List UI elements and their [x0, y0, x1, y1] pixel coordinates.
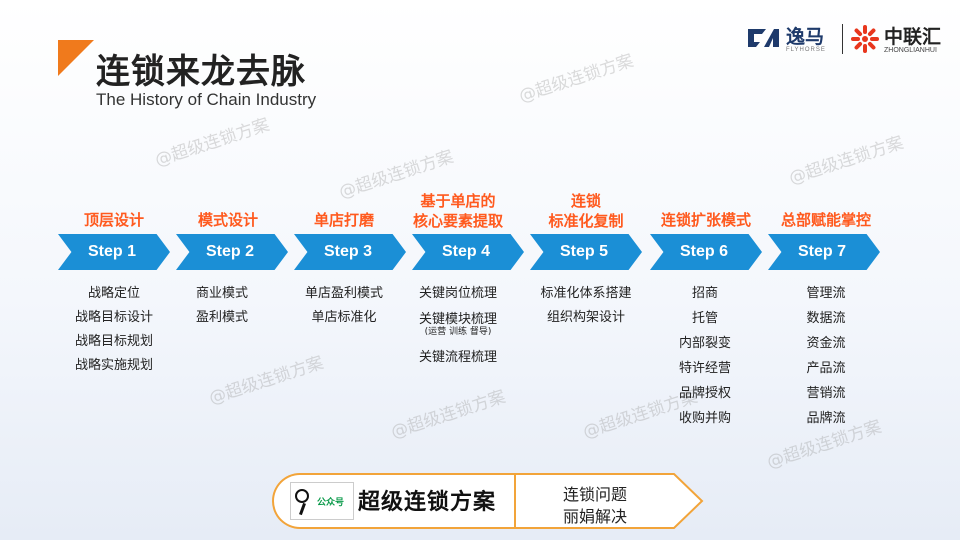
step-label-4: Step 4 [441, 243, 490, 260]
stage-title-6: 连锁扩张模式 [660, 211, 751, 229]
footer-brand: 超级连锁方案 [358, 489, 497, 515]
step-label-5: Step 5 [559, 243, 608, 260]
stage-title-4: 基于单店的 核心要素提取 [398, 191, 518, 231]
logo-group: 逸马 FLYHORSE 中联汇 ZHONGLIANHUI [746, 22, 952, 58]
list-item: 收购并购 [678, 411, 731, 426]
list-item: 战略目标设计 [74, 310, 153, 325]
stage-title-3: 单店打磨 [313, 211, 374, 229]
zhonglianhui-logo-icon [851, 25, 879, 53]
corner-accent [58, 40, 94, 76]
watermark: @超级连锁方案 [152, 114, 272, 171]
list-item: 产品流 [806, 361, 846, 376]
stage-title-5-line2: 标准化复制 [548, 212, 624, 230]
step-arrow-2: Step 2 [176, 234, 288, 270]
watermark: @超级连锁方案 [786, 132, 906, 189]
list-item: 品牌授权 [678, 386, 731, 401]
stage-title-4-line2: 核心要素提取 [412, 212, 503, 230]
list-item: 标准化体系搭建 [540, 286, 632, 301]
step-items-4: 关键岗位梳理 关键模块梳理 (运营 训练 督导) 关键流程梳理 [398, 282, 518, 370]
step-items-5: 标准化体系搭建 组织构架设计 [526, 282, 646, 330]
stage-title-1: 顶层设计 [83, 211, 144, 229]
step-arrow-5: Step 5 [530, 234, 642, 270]
step-items-3: 单店盈利模式 单店标准化 [284, 282, 404, 330]
step-items-2: 商业模式 盈利模式 [162, 282, 282, 330]
flyhorse-logo-icon [748, 29, 779, 47]
step-items-1: 战略定位 战略目标设计 战略目标规划 战略实施规划 [54, 282, 174, 378]
footer-arrow [514, 473, 704, 529]
stage-title-5: 连锁 标准化复制 [526, 191, 646, 231]
step-arrow-4: Step 4 [412, 234, 524, 270]
magnifier-icon [295, 489, 309, 503]
list-item: 营销流 [806, 386, 846, 401]
step-items-6: 招商 托管 内部裂变 特许经营 品牌授权 收购并购 [645, 282, 765, 432]
list-item: 关键模块梳理 [418, 312, 497, 327]
flyhorse-subtext: FLYHORSE [786, 47, 826, 53]
list-item: 单店盈利模式 [304, 286, 383, 301]
list-item: 关键岗位梳理 [418, 286, 497, 301]
stage-title-7: 总部赋能掌控 [780, 211, 871, 229]
step-arrow-3: Step 3 [294, 234, 406, 270]
step-label-1: Step 1 [87, 243, 136, 260]
flyhorse-name: 逸马 [786, 26, 825, 48]
list-item: 战略实施规划 [74, 358, 153, 373]
step-label-7: Step 7 [797, 243, 846, 260]
watermark: @超级连锁方案 [388, 386, 508, 443]
list-item: 招商 [691, 286, 718, 301]
footer-line-1: 连锁问题 [562, 485, 627, 504]
step-label-2: Step 2 [205, 243, 254, 260]
step-arrow-1: Step 1 [58, 234, 170, 270]
list-item: 商业模式 [195, 286, 248, 301]
list-item: 单店标准化 [311, 310, 377, 325]
list-item: 内部裂变 [678, 336, 731, 351]
list-item-note: (运营 训练 督导) [424, 327, 492, 337]
list-item: 托管 [691, 311, 718, 326]
list-item: 战略目标规划 [74, 334, 153, 349]
stage-title-4-line1: 基于单店的 [420, 192, 496, 210]
footer-line-2: 丽娟解决 [562, 507, 627, 526]
wechat-search-badge: 公众号 [290, 482, 354, 520]
step-label-6: Step 6 [679, 243, 728, 260]
list-item: 战略定位 [87, 286, 140, 301]
step-label-3: Step 3 [323, 243, 372, 260]
zhonglianhui-name: 中联汇 [884, 26, 942, 48]
step-arrow-6: Step 6 [650, 234, 762, 270]
list-item: 资金流 [806, 336, 846, 351]
list-item: 品牌流 [806, 411, 846, 426]
watermark: @超级连锁方案 [516, 50, 636, 107]
stage-title-5-line1: 连锁 [570, 192, 601, 210]
page-subtitle: The History of Chain Industry [96, 90, 317, 109]
zhonglianhui-subtext: ZHONGLIANHUI [884, 47, 937, 54]
logo-divider [842, 24, 843, 54]
list-item: 盈利模式 [195, 310, 248, 325]
magnifier-handle [299, 502, 306, 516]
page-title: 连锁来龙去脉 [96, 52, 306, 92]
qr-label: 公众号 [317, 498, 345, 508]
list-item: 数据流 [806, 311, 846, 326]
list-item: 管理流 [806, 286, 846, 301]
step-items-7: 管理流 数据流 资金流 产品流 营销流 品牌流 [766, 282, 886, 432]
list-item: 特许经营 [678, 361, 731, 376]
stage-title-2: 模式设计 [197, 211, 258, 229]
watermark: @超级连锁方案 [206, 352, 326, 409]
list-item: 组织构架设计 [546, 310, 625, 325]
step-arrow-7: Step 7 [768, 234, 880, 270]
list-item: 关键流程梳理 [418, 350, 497, 365]
